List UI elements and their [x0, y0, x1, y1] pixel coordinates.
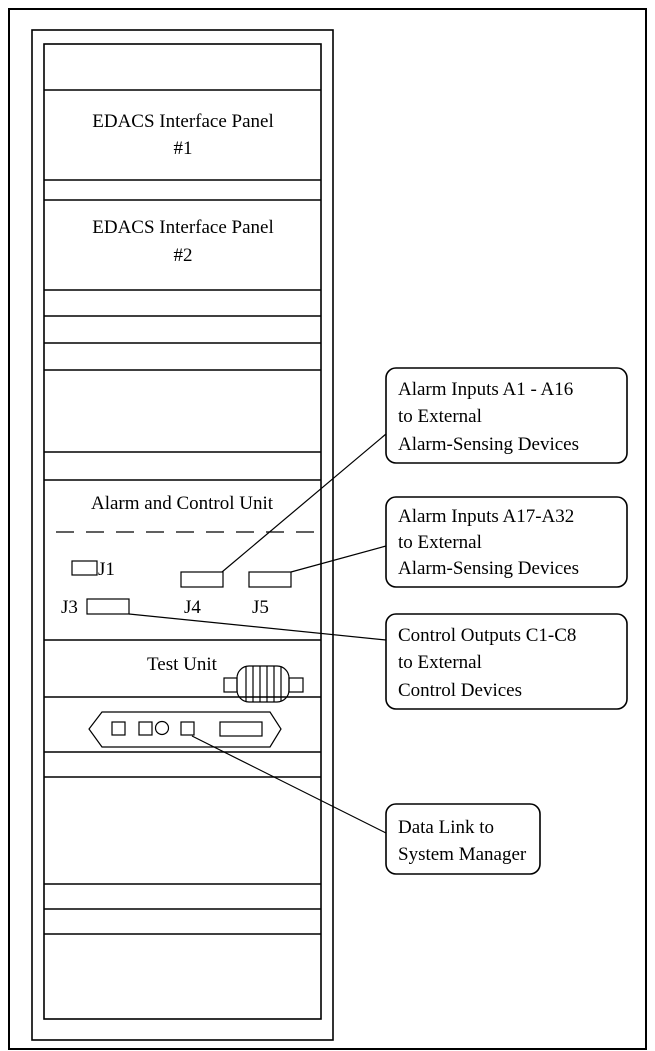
- leader-lines: [128, 433, 387, 834]
- alarm-control-unit-title: Alarm and Control Unit: [91, 493, 274, 514]
- data-link-port: [138, 721, 153, 736]
- callout-2-line-1: Alarm Inputs A17-A32: [398, 506, 574, 527]
- callout-1-line-2: to External: [398, 406, 482, 427]
- callout-data-link: Data Link to System Manager: [385, 803, 541, 875]
- test-unit-title: Test Unit: [147, 654, 218, 675]
- connector-j3: [86, 598, 130, 615]
- figure-frame: [8, 8, 647, 1050]
- callout-3-line-2: to External: [398, 652, 482, 673]
- edacs-panel-1-title: EDACS Interface Panel: [92, 111, 274, 132]
- connector-j1: [71, 560, 98, 576]
- callout-control-outputs: Control Outputs C1-C8 to External Contro…: [385, 613, 628, 710]
- callout-3-line-3: Control Devices: [398, 680, 522, 701]
- connector-j3-label: J3: [61, 597, 78, 618]
- connector-j4: [180, 571, 224, 588]
- edacs-panel-1-number: #1: [174, 138, 193, 159]
- callout-alarm-inputs-a1-a16: Alarm Inputs A1 - A16 to External Alarm-…: [385, 367, 628, 464]
- callout-4-line-2: System Manager: [398, 844, 527, 865]
- callout-alarm-inputs-a17-a32: Alarm Inputs A17-A32 to External Alarm-S…: [385, 496, 628, 588]
- shelf-dividers: [44, 89, 321, 935]
- leader-data-link: [191, 735, 387, 834]
- leader-j3: [128, 613, 387, 641]
- leader-j4: [221, 433, 387, 573]
- callout-4-line-1: Data Link to: [398, 817, 494, 838]
- callout-3-line-1: Control Outputs C1-C8: [398, 625, 576, 646]
- edacs-panel-2-title: EDACS Interface Panel: [92, 217, 274, 238]
- callout-2-line-2: to External: [398, 532, 482, 553]
- callout-2-line-3: Alarm-Sensing Devices: [398, 558, 579, 579]
- connector-j1-label: J1: [98, 559, 115, 580]
- callout-1-line-1: Alarm Inputs A1 - A16: [398, 379, 573, 400]
- connector-j5: [248, 571, 292, 588]
- test-unit-connector-icon: [223, 665, 304, 703]
- connector-j4-label: J4: [184, 597, 201, 618]
- callout-1-line-3: Alarm-Sensing Devices: [398, 434, 579, 455]
- data-link-panel-icon: [88, 711, 282, 748]
- connector-j5-label: J5: [252, 597, 269, 618]
- edacs-panel-2-number: #2: [174, 245, 193, 266]
- leader-j5: [290, 545, 387, 573]
- equipment-rack: EDACS Interface Panel #1 EDACS Interface…: [31, 29, 334, 1041]
